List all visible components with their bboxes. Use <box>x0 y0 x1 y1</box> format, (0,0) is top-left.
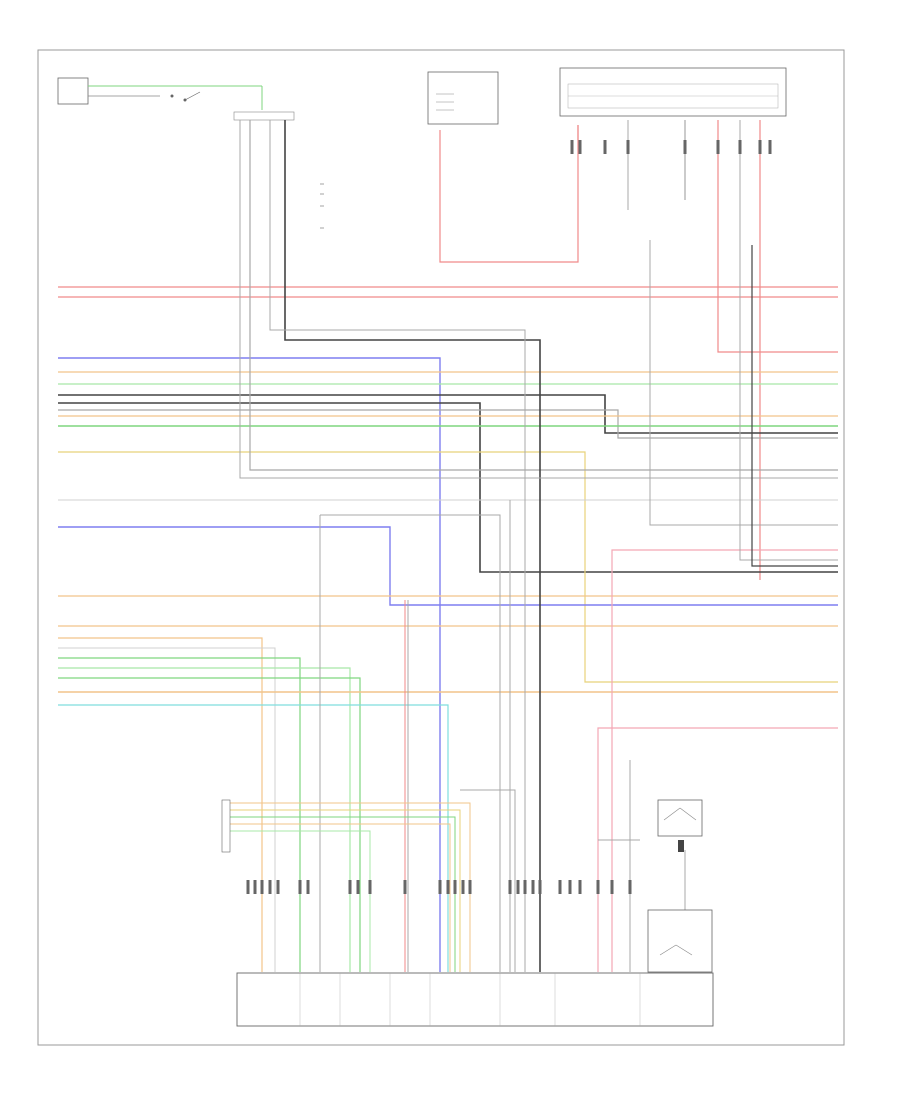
wire-black <box>751 245 838 567</box>
wire-terminal <box>468 880 472 894</box>
wire-black <box>284 120 541 972</box>
component-bottom-right-box <box>647 909 713 973</box>
wire-green <box>58 677 361 972</box>
wire-gray <box>460 789 516 972</box>
wire-light-green <box>58 667 351 972</box>
module-top-right <box>559 67 787 117</box>
wire-terminal <box>268 880 272 894</box>
wire-gray <box>739 120 838 561</box>
wire-gray <box>649 240 838 526</box>
wire-yellow <box>58 451 838 683</box>
wire-terminal <box>508 880 512 894</box>
wire-gray <box>320 514 501 972</box>
wire-terminal <box>438 880 442 894</box>
wire-blue <box>58 357 441 972</box>
wire-orange <box>230 802 471 972</box>
wire-blue <box>58 526 838 606</box>
wire-terminal <box>356 880 360 894</box>
wire-yellow <box>230 809 461 972</box>
wire-terminal <box>570 140 574 154</box>
wire-terminal <box>306 880 310 894</box>
wire-light-green <box>230 830 371 972</box>
wire-terminal <box>403 880 407 894</box>
wire-terminal <box>523 880 527 894</box>
wire-terminal <box>738 140 742 154</box>
component-bottom-right-sensor <box>657 799 703 852</box>
wire-gray <box>58 409 838 439</box>
wire-orange <box>230 823 451 972</box>
connector-bottom-left-fan <box>221 799 231 853</box>
legend-notes <box>320 183 324 229</box>
wire-terminal <box>758 140 762 154</box>
wire-black <box>58 402 838 573</box>
wire-terminal <box>683 140 687 154</box>
wire-pink <box>597 727 838 972</box>
wire-terminal <box>516 880 520 894</box>
wire-red <box>439 125 579 263</box>
wire-terminal <box>628 880 632 894</box>
wire-terminal <box>276 880 280 894</box>
wire-light-gray <box>58 647 276 972</box>
connector-top-left <box>233 111 295 121</box>
wire-terminal <box>603 140 607 154</box>
wire-terminal <box>446 880 450 894</box>
wire-terminal <box>260 880 264 894</box>
wire-green <box>230 816 456 972</box>
wire-orange <box>58 637 263 972</box>
diagram-frame <box>37 49 845 1046</box>
wire-terminal <box>453 880 457 894</box>
component-top-left <box>57 77 263 110</box>
wire-terminal <box>538 880 542 894</box>
wire-black <box>58 394 838 434</box>
wire-terminal <box>568 880 572 894</box>
wire-terminal <box>246 880 250 894</box>
module-bottom-main <box>236 972 714 1027</box>
wire-terminal <box>596 880 600 894</box>
wire-terminal <box>348 880 352 894</box>
wire-terminal <box>531 880 535 894</box>
wire-terminal <box>716 140 720 154</box>
wire-gray <box>239 120 838 479</box>
wire-cyan <box>58 704 449 972</box>
wire-terminal <box>578 880 582 894</box>
component-right-middle <box>650 190 710 234</box>
wire-terminal <box>578 140 582 154</box>
wire-terminal <box>558 880 562 894</box>
wire-terminal <box>298 880 302 894</box>
wire-gray <box>249 120 838 471</box>
wire-terminal <box>461 880 465 894</box>
component-top-center <box>427 71 499 125</box>
wire-terminal <box>253 880 257 894</box>
wire-green <box>58 657 301 972</box>
wire-terminal <box>768 140 772 154</box>
wire-terminal <box>368 880 372 894</box>
wire-terminal <box>610 880 614 894</box>
wire-terminal <box>626 140 630 154</box>
wire-red <box>717 120 838 353</box>
wire-pink <box>611 549 838 972</box>
wire-gray <box>269 120 526 972</box>
